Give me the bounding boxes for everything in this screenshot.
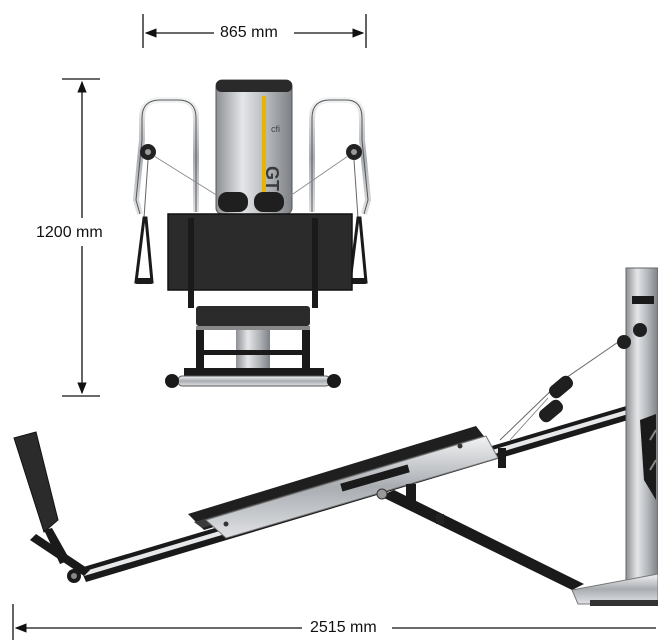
length-dimension-label: 2515 mm: [306, 619, 381, 637]
side-view-machine: [13, 267, 658, 606]
brand-mark: cfi: [271, 124, 280, 134]
front-view-machine: cfi GTS: [132, 79, 372, 388]
width-dimension-label: 865 mm: [216, 24, 282, 42]
length-dimension: [12, 604, 656, 640]
height-dimension-label: 1200 mm: [36, 222, 103, 244]
width-dimension: [142, 14, 367, 48]
height-dimension: [62, 78, 100, 397]
